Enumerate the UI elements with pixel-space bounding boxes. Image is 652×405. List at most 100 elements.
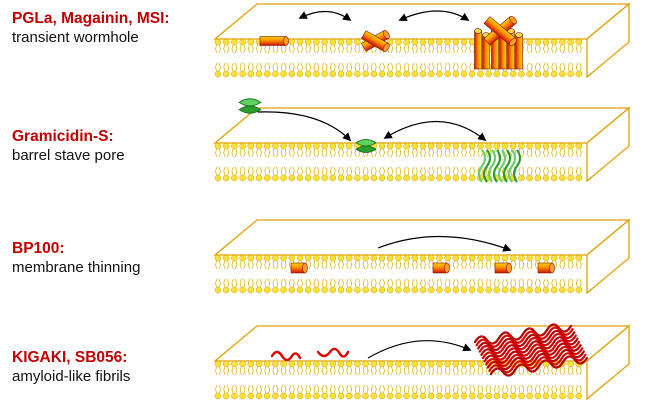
lipid-head — [329, 70, 337, 78]
lipid-head — [304, 392, 312, 400]
lipid-head — [395, 142, 402, 150]
lipid-head — [296, 70, 304, 78]
lipid-head — [444, 70, 451, 78]
lipid-head — [501, 286, 509, 294]
lipid-head — [247, 142, 255, 150]
lipid-head — [436, 392, 443, 400]
lipid-tail — [461, 44, 467, 54]
lipid-head — [436, 286, 443, 294]
lipid-tail — [256, 44, 262, 54]
barrel-stave-pore — [477, 149, 522, 183]
lipid-tail — [215, 278, 221, 288]
lipid-tail — [469, 278, 476, 288]
lipid-head — [485, 392, 492, 400]
lipid-tail — [313, 278, 320, 288]
lipid-head — [362, 360, 369, 368]
lipid-tail — [321, 366, 328, 376]
lipid-tail — [288, 366, 295, 376]
lipid-head — [337, 70, 345, 78]
lipid-tail — [247, 384, 254, 394]
lipid-head — [534, 38, 542, 46]
lipid-head — [378, 142, 386, 150]
lipid-head — [304, 70, 312, 78]
lipid-tail — [379, 366, 385, 376]
lipid-head — [296, 254, 304, 262]
lipid-head — [370, 286, 378, 294]
lipid-head — [354, 286, 361, 294]
membrane-side-face — [586, 218, 630, 295]
lipid-head — [460, 142, 468, 150]
lipid-head — [239, 70, 246, 78]
lipid-tail — [272, 260, 279, 270]
lipid-tail — [264, 366, 271, 376]
amyloid-fibril — [473, 323, 589, 377]
lipid-head — [559, 70, 566, 78]
lipid-head — [255, 70, 263, 78]
lipid-head — [403, 142, 410, 150]
lipid-tail — [543, 384, 549, 394]
lipid-head — [436, 360, 443, 368]
lipid-tail — [567, 278, 574, 288]
lipid-tail — [534, 44, 541, 54]
lipid-tail — [354, 278, 361, 288]
lipid-head — [231, 392, 238, 400]
lipid-tail — [461, 62, 467, 72]
lipid-head — [280, 174, 287, 182]
lipid-head — [518, 286, 525, 294]
lipid-head — [419, 142, 427, 150]
lipid-tail — [420, 278, 426, 288]
lipid-tail — [420, 366, 426, 376]
lipid-head — [452, 286, 460, 294]
lipid-head — [354, 38, 361, 46]
lipid-tail — [387, 148, 394, 158]
lipid-tail — [436, 62, 443, 72]
lipid-tail — [551, 44, 558, 54]
lipid-tail — [379, 62, 385, 72]
lipid-head — [288, 392, 296, 400]
lipid-tail — [469, 384, 476, 394]
lipid-head — [518, 142, 525, 150]
lipid-tail — [329, 44, 336, 54]
lipid-head — [272, 392, 279, 400]
fibril-strand — [489, 355, 589, 377]
lipid-head — [575, 142, 583, 150]
lipid-tail — [272, 384, 279, 394]
lipid-head — [296, 286, 304, 294]
lipid-tail — [264, 148, 271, 158]
lipid-head — [526, 392, 533, 400]
lipid-tail — [411, 148, 418, 158]
lipid-tail — [297, 366, 303, 376]
lipid-tail — [297, 148, 303, 158]
lipid-head — [493, 70, 501, 78]
arrows — [257, 10, 512, 359]
lipid-head — [362, 174, 369, 182]
lipid-tail — [305, 166, 312, 176]
lipid-tail — [420, 384, 426, 394]
lipid-head — [550, 174, 558, 182]
lipid-tail — [247, 62, 254, 72]
lipid-tail — [526, 166, 533, 176]
lipid-head — [304, 174, 312, 182]
lipid-head — [272, 360, 279, 368]
lipid-tail — [272, 366, 279, 376]
lipid-tail — [305, 278, 312, 288]
lipid-head — [452, 70, 460, 78]
lipid-tail — [321, 384, 328, 394]
lipid-tail — [256, 278, 262, 288]
lipid-head — [280, 70, 287, 78]
lipid-head — [427, 254, 435, 262]
lipid-tail — [526, 62, 533, 72]
lipid-tail — [215, 62, 221, 72]
lipid-tail — [247, 44, 254, 54]
lipid-tail — [313, 148, 320, 158]
lipid-head — [386, 254, 394, 262]
lipid-tail — [338, 62, 344, 72]
lipid-tail — [370, 278, 377, 288]
lipid-head — [378, 360, 386, 368]
lipid-tail — [239, 148, 246, 158]
lipid-tail — [420, 166, 426, 176]
arrow-thinning — [377, 235, 512, 252]
lipid-tail — [452, 166, 459, 176]
membrane-side-face — [586, 106, 630, 183]
lipid-tail — [223, 62, 230, 72]
